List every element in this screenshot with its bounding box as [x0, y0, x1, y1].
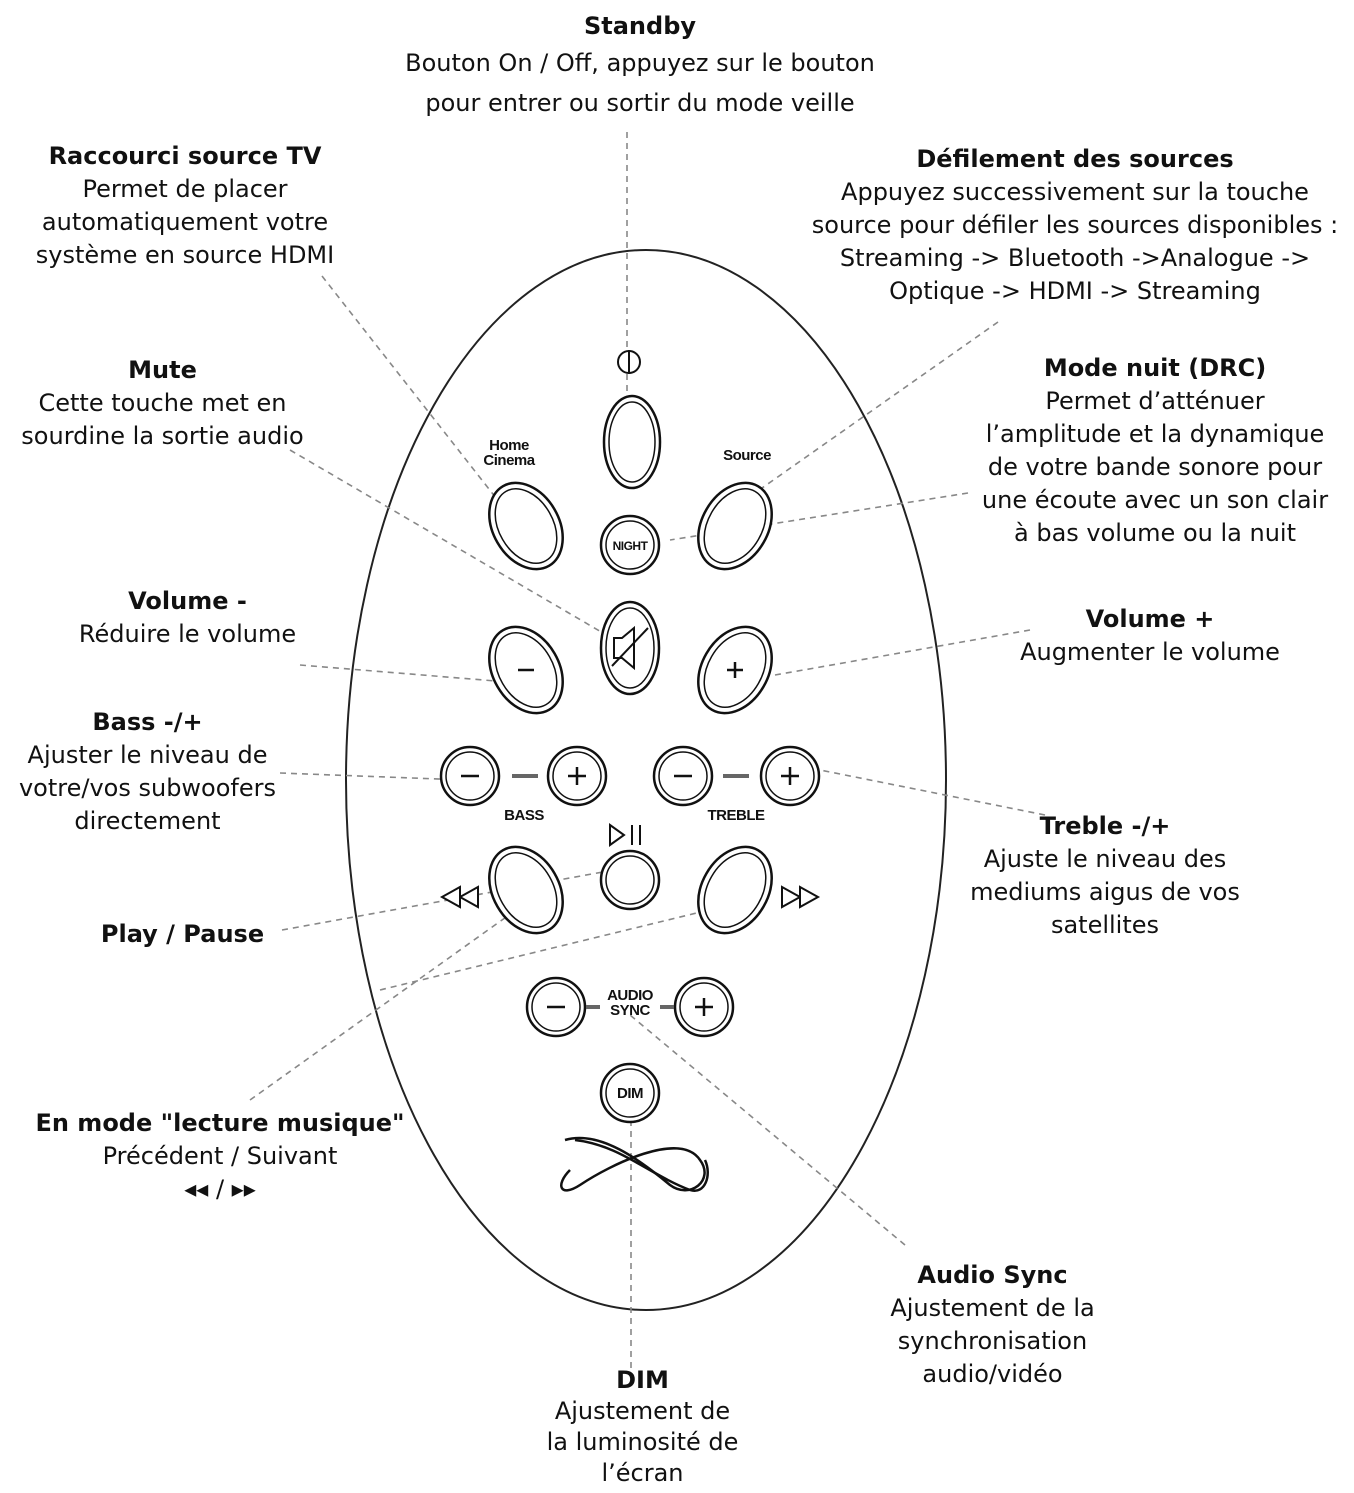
callout-title: Défilement des sources	[916, 145, 1234, 173]
previous-button[interactable]	[474, 834, 577, 947]
callout-night-mode: Mode nuit (DRC) Permet d’atténuer l’ampl…	[960, 352, 1350, 550]
callout-title: Raccourci source TV	[48, 142, 322, 170]
callout-music-mode: En mode "lecture musique" Précédent / Su…	[25, 1107, 415, 1206]
callout-desc: Ajuste le niveau des mediums aigus de vo…	[970, 845, 1240, 939]
callout-title: Audio Sync	[917, 1261, 1068, 1289]
play-pause-icon	[609, 823, 641, 847]
callout-desc: Permet d’atténuer l’amplitude et la dyna…	[981, 387, 1329, 547]
callout-desc: Permet de placer automatiquement votre s…	[35, 175, 335, 269]
callout-dim: DIM Ajustement de la luminosité de l’écr…	[525, 1365, 760, 1489]
callout-desc: Réduire le volume	[78, 620, 297, 648]
callout-desc: Ajuster le niveau de votre/vos subwoofer…	[18, 741, 277, 835]
callout-desc: Appuyez successivement sur la touche sou…	[811, 178, 1339, 305]
callout-desc: Ajustement de la luminosité de l’écran	[546, 1397, 739, 1487]
callout-desc: Bouton On / Off, appuyez sur le bouton p…	[405, 49, 875, 117]
brand-logo	[560, 1136, 709, 1192]
callout-desc: Précédent / Suivant ◂◂ / ▸▸	[102, 1142, 338, 1203]
callout-title: Volume -	[128, 587, 247, 615]
audio-sync-minus-button[interactable]	[525, 976, 587, 1038]
callout-title: Play / Pause	[100, 920, 265, 948]
plus-icon	[727, 662, 743, 678]
callout-desc: Ajustement de la synchronisation audio/v…	[890, 1294, 1095, 1388]
fast-forward-icon	[781, 885, 821, 909]
audio-sync-plus-button[interactable]	[673, 976, 735, 1038]
treble-label: TREBLE	[707, 807, 766, 824]
callout-desc: Augmenter le volume	[1020, 638, 1280, 666]
dim-button[interactable]	[599, 1062, 661, 1124]
callout-standby: Standby Bouton On / Off, appuyez sur le …	[380, 10, 900, 123]
home-cinema-label: Home Cinema	[483, 437, 535, 469]
play-pause-button[interactable]	[599, 849, 661, 911]
source-button[interactable]	[683, 470, 786, 583]
treble-minus-button[interactable]	[652, 745, 714, 807]
speaker-mute-icon	[611, 625, 649, 671]
callout-title: Treble -/+	[1039, 812, 1171, 840]
callout-title: Volume +	[1085, 605, 1215, 633]
dim-label: DIM	[617, 1085, 644, 1102]
callout-title: Mute	[128, 356, 197, 384]
callout-bass: Bass -/+ Ajuster le niveau de votre/vos …	[5, 706, 290, 838]
home-cinema-button[interactable]	[474, 470, 577, 583]
standby-button[interactable]	[602, 394, 662, 490]
bass-label: BASS	[504, 807, 544, 824]
callout-title: DIM	[616, 1366, 669, 1394]
standby-icon	[617, 350, 641, 374]
bass-minus-button[interactable]	[439, 745, 501, 807]
treble-plus-button[interactable]	[759, 745, 821, 807]
night-label: NIGHT	[612, 539, 648, 553]
night-button[interactable]	[599, 514, 661, 576]
callout-volume-minus: Volume - Réduire le volume	[60, 585, 315, 651]
bass-plus-button[interactable]	[546, 745, 608, 807]
callout-title: En mode "lecture musique"	[35, 1109, 405, 1137]
callout-tv-source: Raccourci source TV Permet de placer aut…	[10, 140, 360, 272]
callout-source-scroll: Défilement des sources Appuyez successiv…	[800, 143, 1350, 308]
leader-lines	[249, 132, 1046, 1370]
audio-sync-label: AUDIO SYNC	[607, 987, 653, 1019]
callout-mute: Mute Cette touche met en sourdine la sor…	[10, 354, 315, 453]
callout-desc: Cette touche met en sourdine la sortie a…	[21, 389, 304, 450]
callout-title: Mode nuit (DRC)	[1043, 354, 1267, 382]
callout-title: Bass -/+	[92, 708, 203, 736]
callout-treble: Treble -/+ Ajuste le niveau des mediums …	[950, 810, 1260, 942]
callout-volume-plus: Volume + Augmenter le volume	[1000, 603, 1300, 669]
callout-audio-sync: Audio Sync Ajustement de la synchronisat…	[860, 1259, 1125, 1391]
callout-title: Standby	[583, 12, 697, 40]
source-label: Source	[723, 447, 771, 464]
rewind-icon	[439, 885, 479, 909]
next-button[interactable]	[683, 834, 786, 947]
callout-play-pause: Play / Pause	[85, 918, 280, 951]
